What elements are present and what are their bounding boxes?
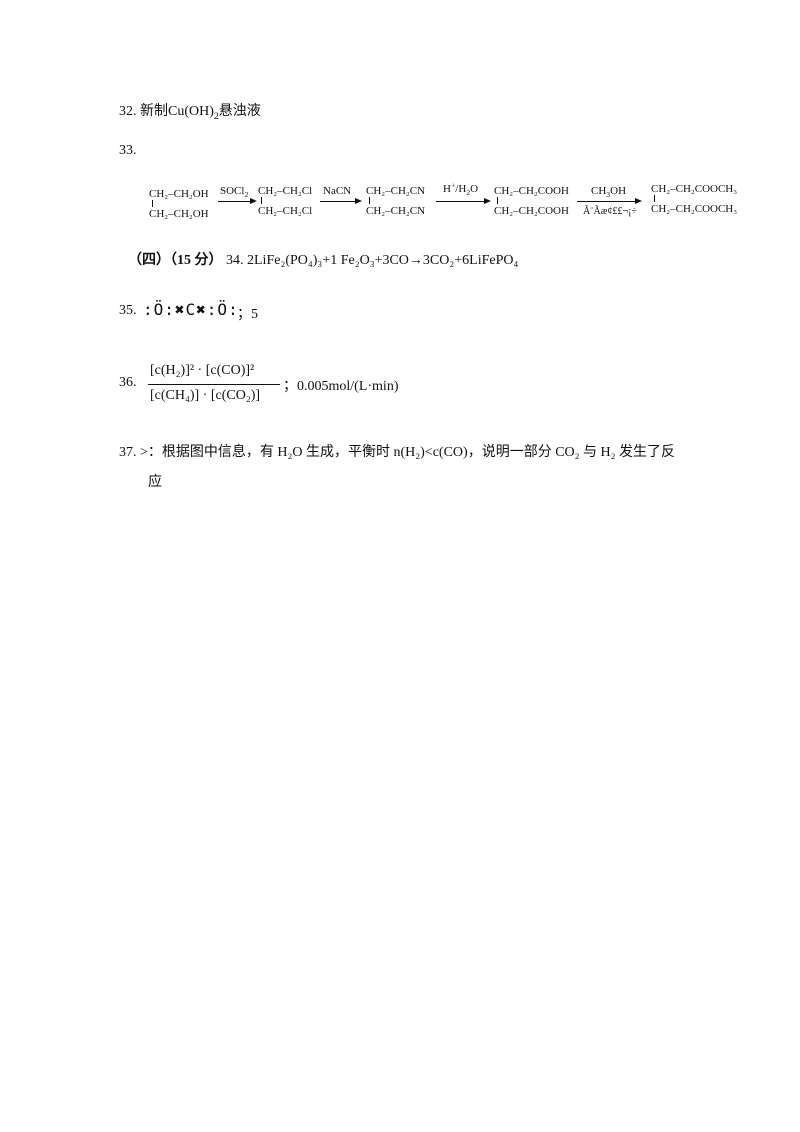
q36-number: 36.: [119, 375, 137, 390]
q35-number: 35.: [119, 303, 137, 318]
arrow-1-head: [250, 198, 257, 204]
arrow-3-head: [484, 198, 491, 204]
reagent-4: CH3OH: [591, 185, 627, 200]
compound-3-bottom: CH₂–CH₂CN: [366, 205, 426, 217]
compound-3-top: CH₂–CH₂CN: [366, 185, 426, 197]
compound-1-bottom: CH₂–CH₂OH: [149, 208, 209, 220]
compound-4-top: CH₂–CH₂COOH: [494, 185, 569, 197]
arrow-2: [320, 201, 357, 202]
compound-2-bottom: CH₂–CH₂Cl: [258, 205, 313, 217]
q34-number: 34.: [226, 253, 244, 268]
compound-2-top: CH₂–CH₂Cl: [258, 185, 313, 197]
q34-equation: 2LiFe₂(PO₄)₃+1 Fe₂O₃+3CO→3CO₂+6LiFePO₄: [247, 253, 519, 268]
q34-line: （四）（15 分） 34. 2LiFe₂(PO₄)₃+1 Fe₂O₃+3CO→3…: [128, 249, 518, 269]
arrow-1: [218, 201, 252, 202]
q32-text: 新制Cu(OH)2悬浊液: [140, 104, 261, 122]
fraction-bar: [148, 384, 280, 385]
q37-line-2: 应: [148, 475, 162, 490]
compound-5-bond: [654, 195, 655, 202]
q33-number: 33.: [119, 143, 137, 158]
reagent-2: NaCN: [323, 185, 352, 197]
reagent-3: H+/H2O: [443, 180, 479, 198]
compound-2-bond: [261, 197, 262, 204]
q35-answer: ；5: [237, 307, 258, 322]
equilibrium-constant-numerator: [c(H₂)]² · [c(CO)]²: [150, 363, 255, 378]
q37-line-1: 37. >：根据图中信息，有 H₂O 生成，平衡时 n(H₂)<c(CO)，说明…: [119, 441, 675, 461]
arrow-4: [577, 201, 637, 202]
co2-electron-formula: :Ö:✖C✖:Ö:: [143, 300, 239, 319]
reagent-1: SOCl2: [220, 185, 249, 200]
compound-3-bond: [369, 197, 370, 204]
equilibrium-constant-denominator: [c(CH₄)] · [c(CO₂)]: [150, 388, 261, 403]
q32-line: 32. 新制Cu(OH)2悬浊液: [119, 100, 261, 122]
compound-4-bottom: CH₂–CH₂COOH: [494, 205, 569, 217]
compound-1-bond: [152, 200, 153, 207]
arrow-3: [436, 201, 486, 202]
compound-5-bottom: CH₂–CH₂COOCH₃: [651, 203, 738, 215]
arrow-2-head: [355, 198, 362, 204]
q36-answer: ；0.005mol/(L·min): [283, 379, 399, 394]
compound-1-top: CH₂–CH₂OH: [149, 188, 209, 200]
compound-5-top: CH₂–CH₂COOCH₃: [651, 183, 738, 195]
q37-number: 37.: [119, 445, 137, 460]
reagent-4-condition: Ã¨Ãæ¢££¬¡÷: [583, 206, 637, 217]
section-4-label: （四）（15 分）: [128, 253, 223, 268]
compound-4-bond: [497, 197, 498, 204]
q37-text: >：根据图中信息，有 H₂O 生成，平衡时 n(H₂)<c(CO)，说明一部分 …: [140, 445, 676, 460]
arrow-4-head: [635, 198, 642, 204]
q32-number: 32.: [119, 104, 137, 119]
